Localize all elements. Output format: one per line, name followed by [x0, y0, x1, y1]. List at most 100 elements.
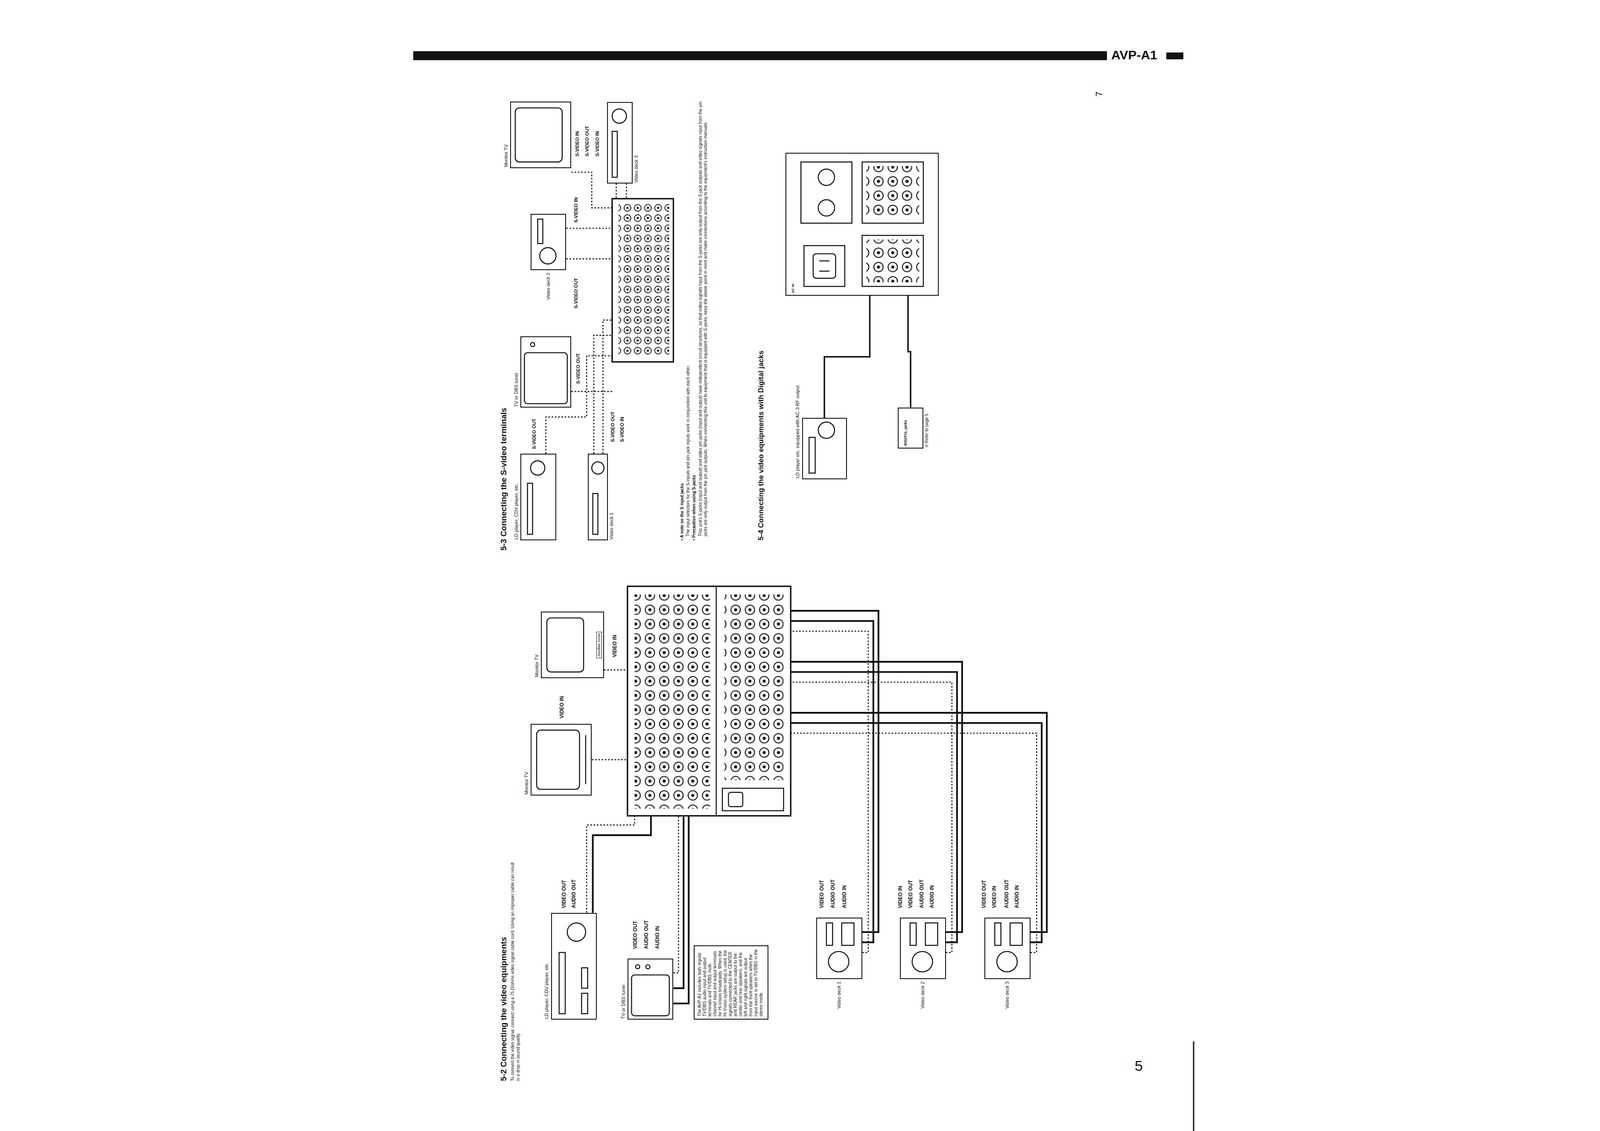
signal-name: VIDEO OUT	[561, 879, 568, 909]
rear-panel	[728, 792, 743, 807]
device-drawing	[546, 618, 584, 673]
device-drawing	[925, 922, 938, 946]
signal-name: VIDEO IN	[897, 885, 904, 909]
device-label: Monitor TV	[503, 144, 509, 168]
rear-panel	[803, 245, 845, 287]
audio-cable	[790, 621, 874, 943]
cable-connector	[908, 295, 911, 409]
signal-name: AUDIO IN	[654, 925, 661, 950]
device-label: Video deck 2	[919, 981, 926, 1009]
signal-name: VIDEO IN	[559, 695, 566, 720]
device-drawing	[530, 461, 545, 476]
section-title: 5-4 Connecting the video equipments with…	[756, 350, 766, 541]
device-drawing	[808, 437, 815, 474]
signal-name: VIDEO IN	[612, 634, 619, 658]
box-text: The AVP-A1 includes both regular TV/DBS …	[697, 948, 764, 1017]
device-label: LD player, CDV player, etc.	[543, 962, 550, 1019]
rear-panel	[819, 260, 830, 262]
device-drawing	[612, 108, 627, 123]
monitor-box: Monitor TV	[510, 102, 572, 169]
device-label: Monitor TV	[534, 654, 540, 678]
note-heading: • Precaution when using S-jacks	[691, 475, 697, 541]
rear-panel	[800, 162, 853, 224]
signal-name: AUDIO IN	[841, 884, 848, 909]
video-cable	[545, 172, 1037, 973]
signal-name: AUDIO OUT	[830, 879, 837, 909]
tuner-box: TV or DBS tuner	[520, 336, 572, 408]
signal-name: S-VIDEO IN	[573, 197, 579, 224]
video-deck-box: Video deck 3	[607, 102, 633, 184]
header-block	[1166, 52, 1184, 60]
device-drawing	[645, 964, 651, 970]
signal-name: VIDEO OUT	[981, 879, 988, 909]
device-drawing	[994, 922, 1001, 946]
device-drawing	[818, 422, 835, 439]
rear-panel	[724, 594, 784, 781]
video-cable	[566, 227, 613, 229]
device-drawing	[515, 108, 563, 163]
audio-cable	[790, 712, 1047, 933]
device-label: Video deck 1	[608, 512, 615, 540]
rear-panel: AC IN	[785, 152, 939, 296]
rear-panel	[862, 162, 924, 224]
video-deck-box: Video deck 2	[899, 918, 946, 980]
device-label: Video deck 1	[836, 981, 842, 1009]
signal-name: VIDEO OUT	[819, 879, 826, 909]
signal-name: AUDIO IN	[1014, 884, 1021, 909]
signal-name: S-VIDEO OUT	[531, 418, 538, 450]
device-drawing	[537, 218, 544, 244]
signal-name: S-VIDEO OUT	[575, 353, 582, 385]
device-drawing	[581, 993, 588, 1014]
video-cable	[615, 183, 617, 199]
rear-panel	[612, 162, 924, 817]
note-text: The input selectors for the S-inputs and…	[685, 364, 691, 537]
signal-name: VIDEO OUT	[632, 920, 639, 950]
device-label: Video deck 2	[545, 272, 552, 300]
video-deck-box: Video deck 1	[587, 453, 609, 541]
signal-name: VIDEO OUT	[908, 879, 914, 909]
box-text: AC IN	[791, 283, 796, 294]
section-title: 5-3 Connecting the S-video terminals	[499, 407, 509, 551]
signal-name: S-VIDEO IN	[619, 416, 625, 443]
device-drawing	[612, 131, 618, 178]
device-drawing	[515, 108, 1023, 1017]
device-label: Monitor TV	[523, 771, 530, 795]
device-label: LD player etc. equipped with AC-3 RF out…	[794, 385, 801, 479]
signal-name: S-VIDEO IN	[594, 130, 601, 157]
device-drawing	[912, 951, 933, 973]
rear-panel	[819, 270, 830, 272]
device-drawing	[536, 730, 580, 790]
signal-name: AUDIO OUT	[919, 879, 926, 909]
video-deck-box: Video deck 3	[984, 918, 1031, 980]
header-bar	[413, 51, 1107, 61]
rear-panel	[612, 198, 674, 363]
device-label: LD player, CDV player, etc.	[513, 483, 520, 540]
signal-name: S-VIDEO IN	[574, 130, 581, 157]
signal-name: S-VIDEO OUT	[584, 125, 590, 158]
signal-name: AUDIO OUT	[1004, 879, 1011, 909]
ld-player-box: LD player, CDV player, etc.	[551, 913, 598, 1021]
rear-panel	[818, 169, 835, 186]
signal-name: S-VIDEO OUT	[573, 277, 579, 310]
device-drawing	[592, 493, 599, 535]
illustration	[515, 108, 1047, 1017]
audio-cable	[673, 815, 689, 1004]
signal-name: S-VIDEO OUT	[610, 411, 616, 443]
device-drawing	[828, 951, 850, 973]
margin-mark: 7	[1093, 91, 1105, 97]
cable-connector	[824, 295, 870, 419]
monitor-box: Monitor TV	[530, 724, 592, 796]
audio-cable	[592, 815, 652, 913]
device-label: Video deck 3	[1004, 981, 1011, 1009]
device-drawing	[527, 483, 533, 535]
device-drawing	[585, 735, 587, 785]
device-drawing	[910, 922, 917, 946]
ld-player-box: LD player, CDV player, etc.	[520, 453, 557, 541]
device-label: TV or DBS tuner	[513, 372, 520, 408]
video-deck-box: Video deck 2	[530, 213, 567, 270]
